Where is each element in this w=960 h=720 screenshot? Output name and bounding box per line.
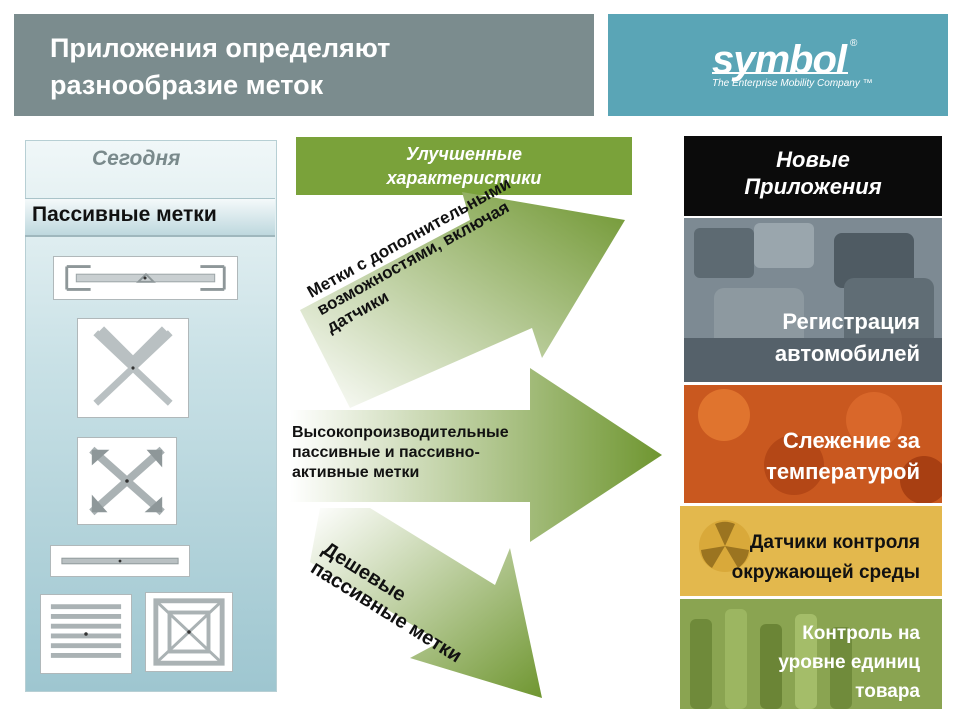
middle-arrow [290,368,662,542]
improved-characteristics-box [296,137,632,195]
middle-arrow-label: Высокопроизводительные пассивные и пасси… [292,424,509,481]
rfid-tag-image-5 [40,594,132,674]
radiation-symbol-background [680,506,942,596]
vehicle-registration-tile: Регистрация автомобилей [684,218,942,382]
logo-panel [608,14,948,116]
item-level-tile: Контроль на уровне единиц товара [680,599,942,709]
logo-tagline: The Enterprise Mobility Company ™ [712,78,873,89]
logo-underline [712,72,848,74]
upper-arrow [300,192,625,408]
traffic-photo [684,218,942,382]
environment-sensors-label: Датчики контроля окружающей среды [731,532,920,583]
new-applications-header [684,136,942,216]
slide-title: Приложения определяют разнообразие меток [50,33,391,100]
improved-characteristics-label: Улучшенные характеристики [386,144,542,188]
lower-arrow [310,508,542,698]
passive-tags-label: Пассивные метки [32,203,217,226]
rfid-tag-image-4 [50,545,190,577]
flowers-photo [684,385,942,503]
temperature-tracking-label: Слежение за температурой [766,428,920,484]
passive-tags-band [25,198,275,237]
symbol-logo: symbol [712,38,847,82]
environment-sensors-tile: Датчики контроля окружающей среды [680,506,942,596]
rfid-tag-image-2 [77,318,189,418]
item-level-label: Контроль на уровне единиц товара [778,623,920,702]
rfid-tag-image-3 [77,437,177,525]
logo-registered-mark: ® [850,38,858,49]
rfid-tag-image-6 [145,592,233,672]
new-applications-heading: Новые Приложения [744,147,882,199]
bottles-photo [680,599,942,709]
today-heading: Сегодня [92,147,181,170]
vehicle-registration-label: Регистрация автомобилей [774,309,920,366]
rfid-tag-image-1 [53,256,238,300]
arrows-graphic [290,192,662,698]
title-bar [14,14,594,116]
temperature-tracking-tile: Слежение за температурой [684,385,942,503]
